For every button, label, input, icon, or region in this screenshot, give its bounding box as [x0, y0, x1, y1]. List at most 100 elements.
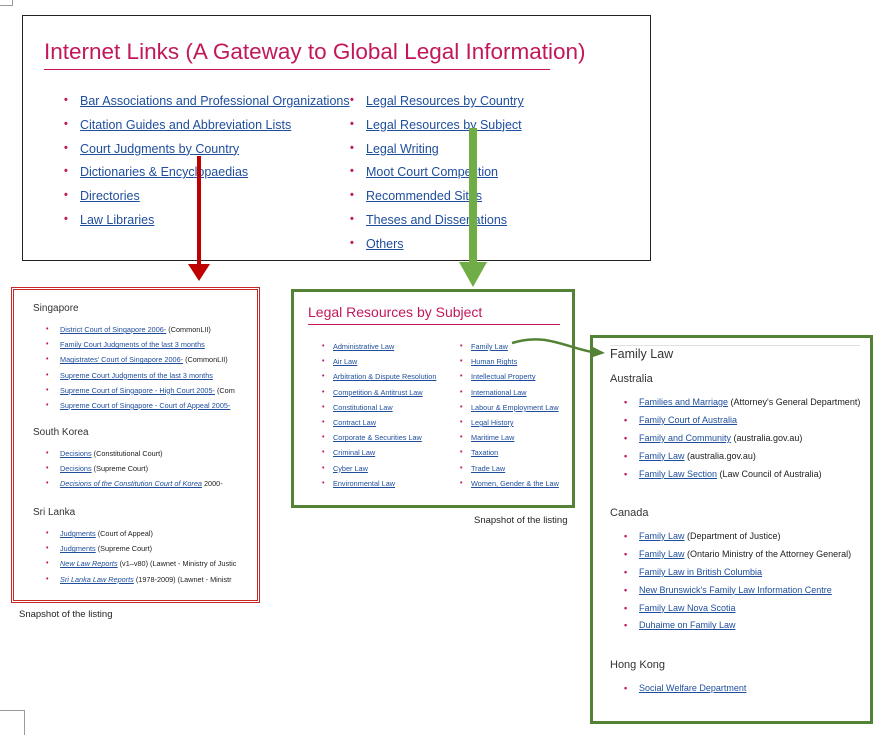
link-dictionaries[interactable]: Dictionaries & Encyclopaedias — [80, 165, 249, 180]
link-note: (Supreme Court) — [95, 544, 153, 554]
list-item: Labour & Employment Law — [446, 400, 559, 415]
family-resource-link[interactable]: Family Law — [639, 531, 685, 541]
judgment-link[interactable]: Supreme Court of Singapore - Court of Ap… — [60, 400, 231, 410]
link-directories[interactable]: Directories — [80, 189, 140, 204]
subject-link[interactable]: Trade Law — [471, 463, 506, 473]
link-note: (Ontario Ministry of the Attorney Genera… — [684, 548, 852, 559]
subject-link[interactable]: Arbitration & Dispute Resolution — [333, 372, 437, 382]
list-item: Decisions (Constitutional Court) — [33, 446, 223, 461]
family-resource-link[interactable]: Family Law — [639, 450, 685, 461]
snapshot-caption: Snapshot of the listing — [474, 515, 568, 526]
family-resource-link[interactable]: Social Welfare Department — [639, 683, 747, 693]
list-item: Recommended Sites — [330, 186, 524, 211]
family-resource-link[interactable]: Families and Marriage — [639, 397, 729, 407]
subject-link[interactable]: Human Rights — [471, 357, 518, 367]
link-note: 2000- — [201, 479, 223, 489]
country-heading-hong-kong: Hong Kong — [610, 659, 666, 671]
list-item: District Court of Singapore 2006- (Commo… — [33, 322, 235, 337]
list-item: Legal Writing — [330, 139, 524, 164]
link-legal-writing[interactable]: Legal Writing — [366, 141, 439, 156]
judgment-link[interactable]: Sri Lanka Law Reports — [60, 574, 134, 584]
south-korea-list: Decisions (Constitutional Court) Decisio… — [33, 446, 223, 492]
list-item: Family Law — [446, 339, 559, 354]
family-resource-link[interactable]: Family Law — [639, 548, 685, 559]
list-item: Family Law Nova Scotia — [610, 600, 851, 618]
subject-link[interactable]: Taxation — [471, 448, 499, 458]
subject-link[interactable]: Environmental Law — [333, 478, 396, 488]
judgment-link[interactable]: Supreme Court of Singapore - High Court … — [60, 385, 215, 395]
family-resource-link[interactable]: Family Court of Australia — [639, 414, 738, 425]
list-item: Theses and Dissertations — [330, 210, 524, 235]
subject-link[interactable]: Maritime Law — [471, 433, 515, 443]
link-others[interactable]: Others — [366, 236, 404, 251]
hong-kong-list: Social Welfare Department — [610, 680, 746, 698]
link-law-libraries[interactable]: Law Libraries — [80, 212, 155, 227]
link-resources-by-country[interactable]: Legal Resources by Country — [366, 94, 524, 108]
list-item: Decisions (Supreme Court) — [33, 461, 223, 476]
family-resource-link[interactable]: Duhaime on Family Law — [639, 620, 736, 631]
subject-link-family-law[interactable]: Family Law — [471, 342, 508, 351]
link-note: (Attorney's General Department) — [728, 397, 861, 407]
link-note: (australia.gov.au) — [731, 432, 803, 443]
list-item: Dictionaries & Encyclopaedias — [44, 162, 350, 187]
link-theses[interactable]: Theses and Dissertations — [366, 212, 508, 227]
link-bar-associations[interactable]: Bar Associations and Professional Organi… — [80, 94, 350, 108]
list-item: Corporate & Securities Law — [308, 430, 436, 445]
subject-snapshot: Legal Resources by Subject Administrativ… — [291, 289, 575, 508]
subject-link[interactable]: Constitutional Law — [333, 402, 393, 412]
link-note: (1978-2009) (Lawnet - Ministr — [133, 574, 232, 584]
australia-list: Families and Marriage (Attorney's Genera… — [610, 394, 860, 483]
subject-link[interactable]: Corporate & Securities Law — [333, 433, 422, 443]
judgment-link[interactable]: Judgments — [60, 529, 96, 538]
list-item: Others — [330, 234, 524, 259]
family-resource-link[interactable]: New Brunswick's Family Law Information C… — [639, 584, 832, 595]
subject-link[interactable]: International Law — [471, 387, 527, 397]
subject-link[interactable]: Criminal Law — [333, 448, 376, 458]
list-item: Legal Resources by Country — [330, 91, 524, 116]
subject-link[interactable]: Legal History — [471, 417, 514, 427]
list-item: Court Judgments by Country — [44, 139, 350, 164]
link-recommended-sites[interactable]: Recommended Sites — [366, 189, 483, 204]
subject-link[interactable]: Intellectual Property — [471, 372, 536, 382]
family-resource-link[interactable]: Family Law Section — [639, 468, 718, 479]
subject-link[interactable]: Contract Law — [333, 417, 376, 427]
list-item: Cyber Law — [308, 461, 436, 476]
subject-link[interactable]: Cyber Law — [333, 463, 368, 473]
judgment-link[interactable]: Decisions — [60, 449, 92, 458]
link-note: (Court of Appeal) — [95, 529, 153, 538]
judgment-link[interactable]: Decisions — [60, 464, 92, 474]
subject-link[interactable]: Labour & Employment Law — [471, 402, 559, 412]
link-resources-by-subject[interactable]: Legal Resources by Subject — [366, 117, 522, 132]
judgment-link[interactable]: New Law Reports — [60, 559, 118, 569]
link-court-judgments[interactable]: Court Judgments by Country — [80, 141, 240, 156]
title-underline — [308, 324, 560, 325]
snapshot-caption: Snapshot of the listing — [19, 609, 113, 620]
list-item: Family and Community (australia.gov.au) — [610, 430, 860, 448]
judgment-link[interactable]: Family Court Judgments of the last 3 mon… — [60, 340, 205, 350]
list-item: Supreme Court of Singapore - High Court … — [33, 383, 235, 398]
link-note: (Law Council of Australia) — [717, 468, 822, 479]
judgment-link[interactable]: Supreme Court Judgments of the last 3 mo… — [60, 370, 213, 380]
list-item: Family Law (Department of Justice) — [610, 528, 851, 546]
list-item: Trade Law — [446, 461, 559, 476]
subject-link[interactable]: Competition & Antitrust Law — [333, 387, 423, 397]
family-resource-link[interactable]: Family Law Nova Scotia — [639, 602, 736, 613]
list-item: Taxation — [446, 445, 559, 460]
list-item: International Law — [446, 385, 559, 400]
judgment-link[interactable]: Magistrates' Court of Singapore 2006- — [60, 355, 184, 365]
subject-link[interactable]: Air Law — [333, 357, 358, 367]
subject-link[interactable]: Women, Gender & the Law — [471, 478, 559, 488]
judgment-link[interactable]: District Court of Singapore 2006- — [60, 325, 167, 334]
family-resource-link[interactable]: Family and Community — [639, 432, 732, 443]
link-moot-court[interactable]: Moot Court Competition — [366, 165, 499, 180]
canada-list: Family Law (Department of Justice) Famil… — [610, 528, 851, 635]
judgment-link[interactable]: Judgments — [60, 544, 96, 554]
subject-list-left: Administrative Law Air Law Arbitration &… — [308, 339, 436, 491]
family-resource-link[interactable]: Family Law in British Columbia — [639, 566, 763, 577]
family-law-snapshot: Family Law Australia Families and Marria… — [590, 335, 873, 724]
judgment-link[interactable]: Decisions of the Constitution Court of K… — [60, 479, 202, 489]
subject-link[interactable]: Administrative Law — [333, 342, 395, 351]
link-citation-guides[interactable]: Citation Guides and Abbreviation Lists — [80, 117, 292, 132]
list-item: Competition & Antitrust Law — [308, 385, 436, 400]
subject-list-right: Family Law Human Rights Intellectual Pro… — [446, 339, 559, 491]
